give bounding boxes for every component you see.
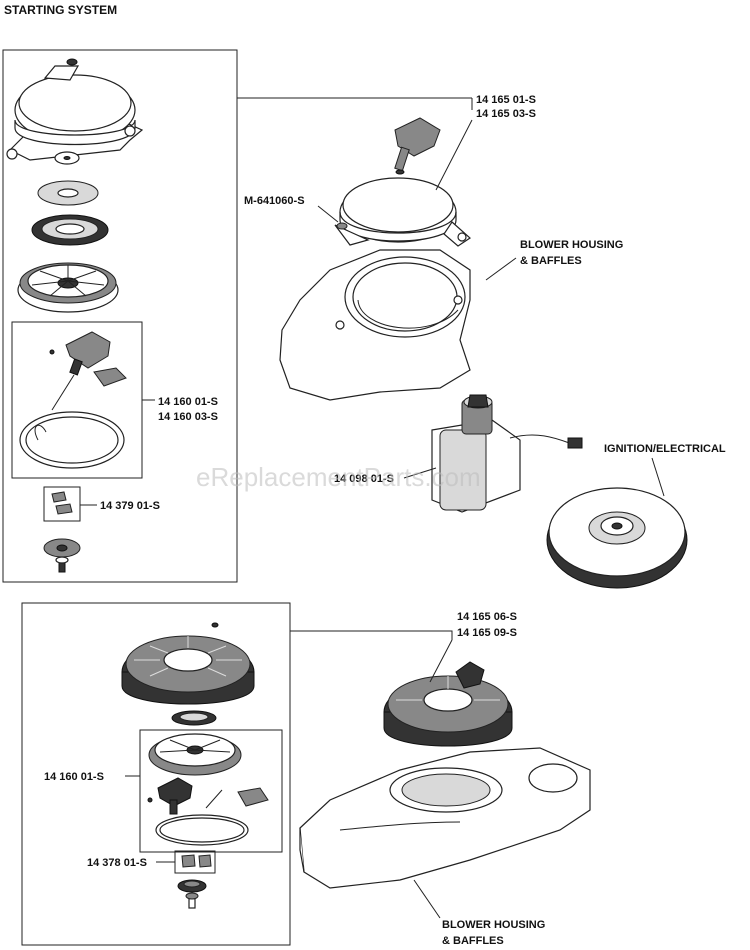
ignition-leader	[651, 457, 665, 497]
starter-dogs-upper	[51, 491, 73, 515]
dog-retainer-lower	[177, 879, 207, 909]
blower-lower-leader	[413, 879, 441, 919]
screw-leader	[317, 205, 339, 223]
dog-kit-box-upper	[43, 486, 81, 522]
recoil-starter-assembly-lower	[383, 661, 513, 747]
starter-motor-leader	[403, 467, 437, 479]
label-blower-housing-upper-2: & BAFFLES	[520, 255, 582, 267]
label-starter-motor: 14 098 01-S	[334, 473, 394, 485]
blower-housing-lower	[299, 747, 591, 889]
upper-kit-leader	[237, 97, 473, 110]
label-upper-starter-kit-2: 14 165 03-S	[476, 108, 536, 120]
center-washer	[54, 151, 80, 165]
label-dog-kit-lower: 14 378 01-S	[87, 857, 147, 869]
upper-starter-leader	[435, 119, 473, 191]
screw-upper	[336, 222, 348, 230]
watermark: eReplacementParts.com	[196, 462, 481, 492]
blower-upper-leader	[485, 257, 517, 281]
dog-retainer-upper	[43, 538, 81, 573]
label-blower-housing-upper-1: BLOWER HOUSING	[520, 239, 623, 251]
label-screw: M-641060-S	[244, 195, 305, 207]
lower-exploded-view-box	[21, 602, 291, 946]
lower-starter-leader	[429, 639, 453, 683]
lower-kit-leader	[290, 630, 453, 640]
label-lower-starter-kit-2: 14 165 09-S	[457, 627, 517, 639]
recoil-starter-housing-lower	[121, 622, 255, 705]
label-rope-handle-kit-2: 14 160 03-S	[158, 411, 218, 423]
recoil-spring	[31, 214, 109, 246]
diagram-title: STARTING SYSTEM	[4, 3, 117, 17]
label-upper-starter-kit-1: 14 165 01-S	[476, 94, 536, 106]
label-dog-kit-upper: 14 379 01-S	[100, 500, 160, 512]
starter-rope-handle-upper	[19, 331, 127, 469]
label-blower-housing-lower-1: BLOWER HOUSING	[442, 919, 545, 931]
label-ignition: IGNITION/ELECTRICAL	[604, 443, 726, 455]
label-rope-handle-kit-1: 14 160 01-S	[158, 396, 218, 408]
flywheel	[546, 487, 688, 589]
label-lower-starter-kit-1: 14 165 06-S	[457, 611, 517, 623]
recoil-starter-assembly-upper	[334, 117, 471, 247]
blower-housing-upper	[279, 249, 471, 401]
upper-exploded-view-box	[2, 49, 238, 583]
label-rope-handle-kit-lower: 14 160 01-S	[44, 771, 104, 783]
recoil-starter-housing-upper	[6, 58, 144, 161]
starter-pulley	[17, 262, 119, 313]
recoil-spring-lower	[171, 710, 217, 726]
electric-starter-motor	[431, 394, 583, 513]
spring-retainer	[37, 180, 99, 206]
starter-pulley-lower	[148, 733, 242, 776]
label-blower-housing-lower-2: & BAFFLES	[442, 935, 504, 947]
starter-rope-handle-lower	[147, 777, 269, 846]
starter-dogs-lower	[181, 854, 212, 868]
rope-handle-kit-box-lower	[139, 729, 283, 853]
